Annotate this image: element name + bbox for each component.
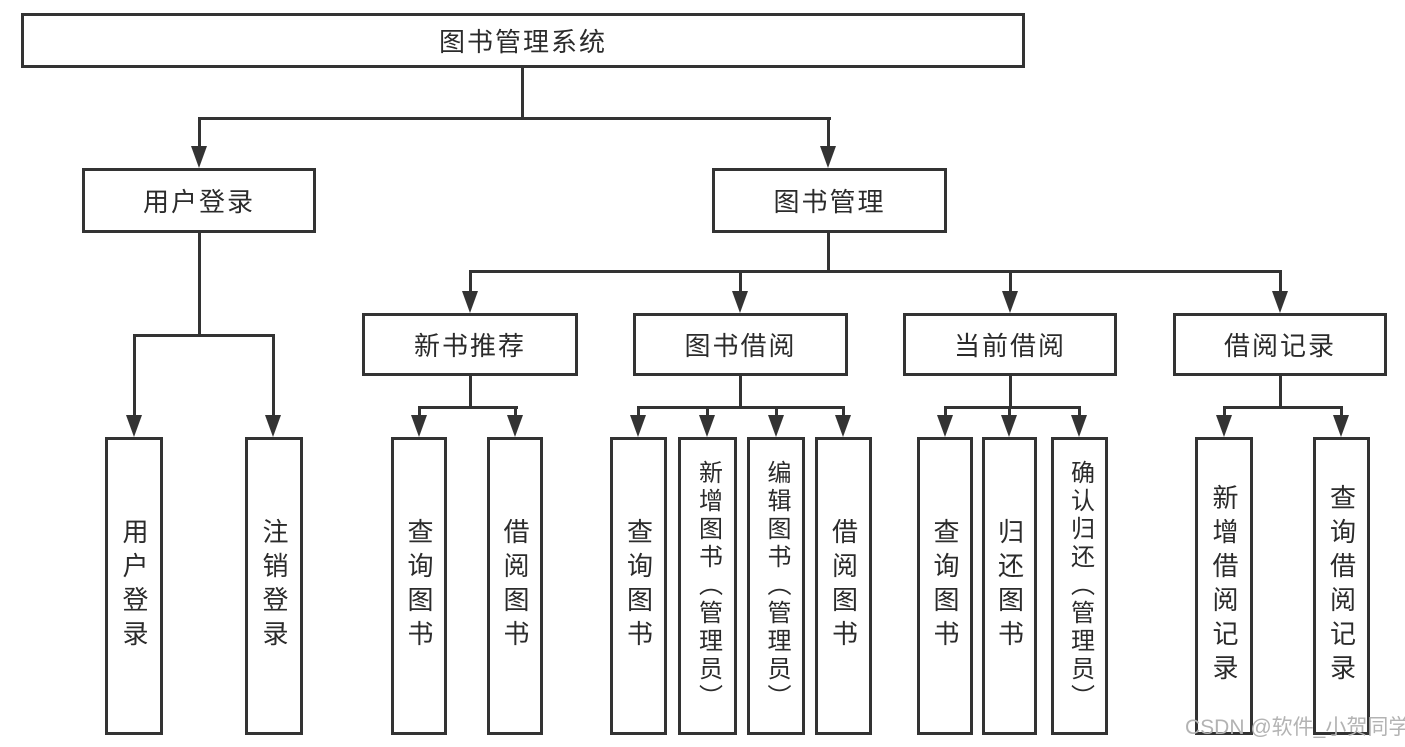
- node-label: 确认归还（管理员）: [1066, 460, 1094, 712]
- arrow-down-icon: [507, 415, 523, 437]
- node-borrowing-records: 借阅记录: [1173, 313, 1387, 376]
- connector-line: [944, 406, 947, 416]
- node-current-borrowing: 当前借阅: [903, 313, 1117, 376]
- connector-line: [1008, 406, 1011, 416]
- node-label: 归还图书: [994, 518, 1025, 654]
- arrow-down-icon: [630, 415, 646, 437]
- connector-line: [842, 406, 845, 416]
- arrow-down-icon: [1333, 415, 1349, 437]
- node-br-add-record: 新增借阅记录: [1195, 437, 1253, 735]
- connector-line: [827, 233, 830, 273]
- arrow-down-icon: [1001, 415, 1017, 437]
- node-label: 注销登录: [259, 518, 289, 654]
- connector-line: [827, 117, 830, 148]
- connector-line: [637, 406, 845, 409]
- arrow-down-icon: [265, 415, 281, 437]
- connector-line: [469, 376, 472, 407]
- connector-line: [198, 117, 201, 148]
- arrow-down-icon: [126, 415, 142, 437]
- node-nbr-borrow-books: 借阅图书: [487, 437, 543, 735]
- node-nbr-query-books: 查询图书: [391, 437, 447, 735]
- node-label: 新增图书（管理员）: [694, 460, 722, 712]
- connector-line: [1009, 270, 1012, 292]
- connector-line: [1279, 270, 1282, 292]
- node-book-management: 图书管理: [712, 168, 947, 233]
- node-label: 图书借阅: [684, 331, 797, 361]
- node-label: 借阅图书: [500, 518, 530, 654]
- node-bb-edit-books-admin: 编辑图书（管理员）: [747, 437, 805, 735]
- node-label: 图书管理: [773, 187, 886, 217]
- connector-line: [418, 406, 421, 416]
- connector-line: [1223, 406, 1226, 416]
- node-user-login-leaf: 用户登录: [105, 437, 163, 735]
- csdn-watermark: CSDN @软件_小贺同学: [1185, 716, 1405, 739]
- arrow-down-icon: [191, 146, 207, 168]
- node-label: 查询图书: [930, 518, 960, 654]
- node-user-login: 用户登录: [82, 168, 316, 233]
- node-new-book-recommend: 新书推荐: [362, 313, 578, 376]
- node-label: 编辑图书（管理员）: [763, 460, 790, 712]
- connector-line: [1223, 406, 1343, 409]
- arrow-down-icon: [1071, 415, 1087, 437]
- connector-line: [198, 233, 201, 335]
- connector-line: [739, 376, 742, 407]
- connector-line: [514, 406, 517, 416]
- connector-line: [1279, 376, 1282, 407]
- connector-line: [521, 68, 524, 118]
- connector-line: [133, 334, 275, 337]
- connector-line: [944, 406, 1081, 409]
- node-bb-query-books: 查询图书: [610, 437, 667, 735]
- node-library-system-root: 图书管理系统: [21, 13, 1025, 68]
- connector-line: [1009, 376, 1012, 407]
- node-label: 借阅图书: [828, 518, 859, 654]
- connector-line: [469, 270, 472, 292]
- node-logout-leaf: 注销登录: [245, 437, 303, 735]
- node-label: 借阅记录: [1223, 331, 1336, 361]
- node-label: 查询借阅记录: [1326, 484, 1357, 688]
- node-book-borrowing: 图书借阅: [633, 313, 848, 376]
- arrow-down-icon: [835, 415, 851, 437]
- connector-line: [706, 406, 709, 416]
- node-label: 用户登录: [142, 187, 255, 217]
- connector-line: [198, 117, 831, 120]
- connector-line: [775, 406, 778, 416]
- node-cb-confirm-return-admin: 确认归还（管理员）: [1051, 437, 1108, 735]
- node-bb-borrow-books: 借阅图书: [815, 437, 872, 735]
- arrow-down-icon: [1216, 415, 1232, 437]
- arrow-down-icon: [1002, 291, 1018, 313]
- arrow-down-icon: [732, 291, 748, 313]
- node-label: 图书管理系统: [438, 27, 607, 57]
- connector-line: [1340, 406, 1343, 416]
- node-label: 查询图书: [623, 518, 654, 654]
- node-label: 用户登录: [119, 518, 149, 654]
- node-bb-add-books-admin: 新增图书（管理员）: [678, 437, 737, 735]
- connector-line: [739, 270, 742, 292]
- arrow-down-icon: [1272, 291, 1288, 313]
- node-label: 查询图书: [404, 518, 434, 654]
- arrow-down-icon: [462, 291, 478, 313]
- node-cb-query-books: 查询图书: [917, 437, 973, 735]
- connector-line: [637, 406, 640, 416]
- connector-line: [469, 270, 1282, 273]
- node-label: 当前借阅: [953, 331, 1066, 361]
- arrow-down-icon: [699, 415, 715, 437]
- arrow-down-icon: [411, 415, 427, 437]
- node-label: 新增借阅记录: [1209, 484, 1239, 688]
- arrow-down-icon: [768, 415, 784, 437]
- connector-line: [272, 334, 275, 416]
- connector-line: [133, 334, 136, 416]
- node-cb-return-books: 归还图书: [982, 437, 1037, 735]
- connector-line: [1078, 406, 1081, 416]
- connector-line: [418, 406, 518, 409]
- arrow-down-icon: [820, 146, 836, 168]
- node-br-query-record: 查询借阅记录: [1313, 437, 1370, 735]
- arrow-down-icon: [937, 415, 953, 437]
- node-label: 新书推荐: [413, 331, 526, 361]
